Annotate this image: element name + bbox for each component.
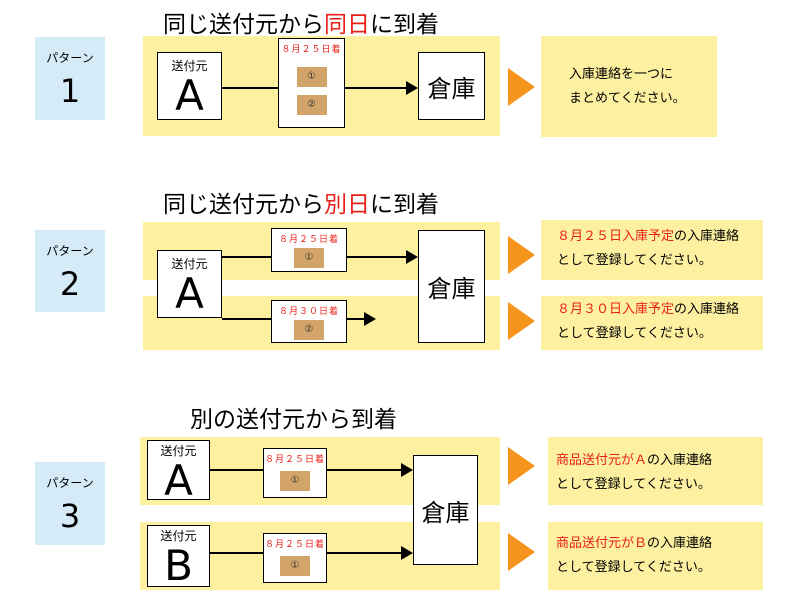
instruction-highlight: ８月３０日入庫予定 xyxy=(557,302,675,317)
delivery-date: ８月３０日着 xyxy=(278,307,339,317)
title-text: 同じ送付元から xyxy=(163,12,324,38)
title-highlight: 別日 xyxy=(324,192,370,218)
package-icon: ① xyxy=(280,471,310,491)
arrow-head-icon xyxy=(364,312,376,326)
warehouse-box: 倉庫 xyxy=(418,52,485,120)
instruction-highlight: 商品送付元がＢ xyxy=(556,536,648,551)
delivery-date: ８月２５日着 xyxy=(264,455,325,465)
sender-letter: B xyxy=(164,541,193,590)
label-text: パターン xyxy=(46,244,94,258)
instruction-box: 商品送付元がＡの入庫連絡として登録してください。 xyxy=(548,437,763,505)
instruction-highlight: 商品送付元がＡ xyxy=(556,453,648,468)
pattern3-label: パターン 3 xyxy=(35,462,105,545)
title-text: 同じ送付元から xyxy=(163,192,324,218)
orange-arrow-icon xyxy=(508,68,535,106)
sender-label: 送付元 xyxy=(160,529,197,543)
sender-letter: A xyxy=(175,269,204,318)
package-icon: ② xyxy=(296,95,327,115)
sender-letter: A xyxy=(164,456,193,505)
arrow-head-icon xyxy=(401,546,413,560)
pattern1-label: パターン 1 xyxy=(35,37,105,120)
warehouse-box: 倉庫 xyxy=(418,230,485,343)
delivery-date: ８月２５日着 xyxy=(278,235,339,245)
pattern2-title: 同じ送付元から別日に到着 xyxy=(163,185,439,219)
title-text: に到着 xyxy=(370,192,439,218)
title-highlight: 同日 xyxy=(324,12,370,38)
instruction-box: 商品送付元がＢの入庫連絡として登録してください。 xyxy=(548,522,763,590)
warehouse-box: 倉庫 xyxy=(413,455,478,565)
instruction-line: 入庫連絡を一つに xyxy=(569,67,674,82)
instruction-box: 入庫連絡を一つにまとめてください。 xyxy=(541,36,717,137)
sender-letter: A xyxy=(175,71,204,120)
instruction-line: として登録してください。 xyxy=(557,253,712,268)
orange-arrow-icon xyxy=(508,447,535,485)
arrow-head-icon xyxy=(406,250,418,264)
sender-label: 送付元 xyxy=(171,59,208,73)
instruction-line: として登録してください。 xyxy=(556,477,711,492)
instruction-text: の入庫連絡 xyxy=(647,536,713,551)
delivery-date: ８月２５日着 xyxy=(281,45,342,55)
label-number: 2 xyxy=(59,265,81,303)
orange-arrow-icon xyxy=(508,302,535,340)
delivery-card: ８月３０日着 ② xyxy=(271,300,347,343)
delivery-card: ８月２５日着 ① xyxy=(263,533,327,583)
package-icon: ① xyxy=(294,248,324,268)
instruction-text: の入庫連絡 xyxy=(674,229,740,244)
delivery-card: ８月２５日着 ① ② xyxy=(278,38,345,128)
label-number: 3 xyxy=(59,497,81,535)
package-icon: ② xyxy=(294,320,324,340)
sender-label: 送付元 xyxy=(171,257,208,271)
pattern2-label: パターン 2 xyxy=(35,230,105,312)
instruction-box: ８月２５日入庫予定の入庫連絡として登録してください。 xyxy=(541,220,763,280)
instruction-text: の入庫連絡 xyxy=(674,302,740,317)
label-text: パターン xyxy=(46,476,94,490)
package-icon: ① xyxy=(296,67,327,87)
title-text: に到着 xyxy=(370,12,439,38)
label-text: パターン xyxy=(46,51,94,65)
instruction-line: まとめてください。 xyxy=(569,91,686,106)
delivery-card: ８月２５日着 ① xyxy=(263,448,327,498)
instruction-box: ８月３０日入庫予定の入庫連絡として登録してください。 xyxy=(541,296,763,350)
delivery-card: ８月２５日着 ① xyxy=(271,228,347,272)
instruction-line: として登録してください。 xyxy=(556,560,711,575)
pattern3-title: 別の送付元から到着 xyxy=(190,407,397,433)
instruction-text: の入庫連絡 xyxy=(647,453,713,468)
pattern1-title: 同じ送付元から同日に到着 xyxy=(163,5,439,39)
orange-arrow-icon xyxy=(508,533,535,571)
sender-label: 送付元 xyxy=(160,444,197,458)
delivery-date: ８月２５日着 xyxy=(264,540,325,550)
package-icon: ① xyxy=(280,556,310,576)
orange-arrow-icon xyxy=(508,236,535,274)
arrow-head-icon xyxy=(406,81,418,95)
instruction-line: として登録してください。 xyxy=(557,326,712,341)
instruction-highlight: ８月２５日入庫予定 xyxy=(557,229,675,244)
arrow-head-icon xyxy=(401,463,413,477)
label-number: 1 xyxy=(59,72,81,110)
